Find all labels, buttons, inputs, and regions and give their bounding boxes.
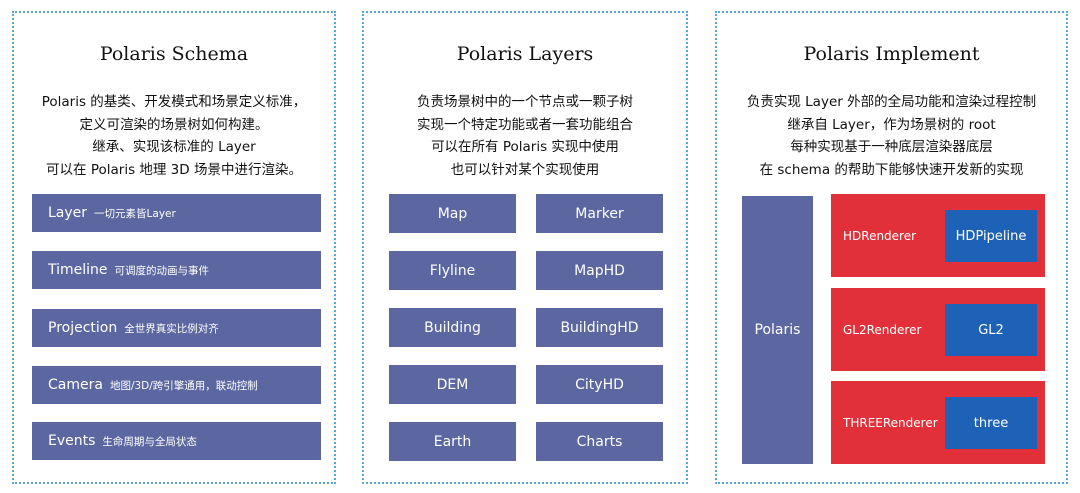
schema-item-desc: 生命周期与全局状态 <box>102 435 197 448</box>
layer-item-map: Map <box>389 194 516 233</box>
schema-description: Polaris 的基类、开发模式和场景定义标准， 定义可渲染的场景树如何构建。 … <box>20 91 328 181</box>
implement-desc-line: 继承自 Layer，作为场景树的 root <box>787 116 996 133</box>
schema-desc-line: 定义可渲染的场景树如何构建。 <box>79 116 269 133</box>
renderer-row-hd: HDRenderer HDPipeline <box>831 194 1045 277</box>
pipeline-box: HDPipeline <box>945 210 1037 262</box>
schema-item-desc: 全世界真实比例对齐 <box>124 322 219 335</box>
renderer-row-three: THREERenderer three <box>831 381 1045 464</box>
implement-desc-line: 在 schema 的帮助下能够快速开发新的实现 <box>759 161 1024 178</box>
schema-item-name: Camera <box>48 377 103 393</box>
schema-item-timeline: Timeline 可调度的动画与事件 <box>32 251 321 289</box>
schema-item-desc: 可调度的动画与事件 <box>114 264 210 277</box>
layers-desc-line: 也可以针对某个实现使用 <box>450 161 600 178</box>
schema-desc-line: Polaris 的基类、开发模式和场景定义标准， <box>41 94 307 110</box>
layer-item-building: Building <box>389 308 516 347</box>
schema-item-events: Events 生命周期与全局状态 <box>32 422 321 460</box>
layer-item-charts: Charts <box>536 422 663 461</box>
layers-desc-line: 可以在所有 Polaris 实现中使用 <box>431 139 619 155</box>
polaris-root-box: Polaris <box>742 196 813 464</box>
schema-item-projection: Projection 全世界真实比例对齐 <box>32 309 321 347</box>
pipeline-box: GL2 <box>945 304 1037 356</box>
schema-item-name: Projection <box>48 320 118 336</box>
implement-title: Polaris Implement <box>803 43 980 65</box>
layer-item-marker: Marker <box>536 194 663 233</box>
schema-item-name: Layer <box>48 205 88 221</box>
schema-item-desc: 地图/3D/跨引擎通用，联动控制 <box>109 379 258 392</box>
schema-title: Polaris Schema <box>99 43 249 65</box>
layers-desc-line: 实现一个特定功能或者一套功能组合 <box>417 116 633 133</box>
implement-description: 负责实现 Layer 外部的全局功能和渲染过程控制 继承自 Layer，作为场景… <box>723 91 1060 181</box>
implement-desc-line: 负责实现 Layer 外部的全局功能和渲染过程控制 <box>746 94 1037 110</box>
layer-item-maphd: MapHD <box>536 251 663 290</box>
layer-item-buildinghd: BuildingHD <box>536 308 663 347</box>
layers-title: Polaris Layers <box>456 43 594 65</box>
renderer-name: GL2Renderer <box>843 322 922 337</box>
layer-item-earth: Earth <box>389 422 516 461</box>
schema-desc-line: 继承、实现该标准的 Layer <box>92 139 256 155</box>
implement-desc-line: 每种实现基于一种底层渲染器底层 <box>790 139 993 155</box>
schema-item-layer: Layer 一切元素皆Layer <box>32 194 321 232</box>
layer-item-dem: DEM <box>389 365 516 404</box>
layer-item-flyline: Flyline <box>389 251 516 290</box>
layers-panel: Polaris Layers 负责场景树中的一个节点或一颗子树 实现一个特定功能… <box>362 11 688 484</box>
implement-panel: Polaris Implement 负责实现 Layer 外部的全局功能和渲染过… <box>715 11 1068 484</box>
schema-item-camera: Camera 地图/3D/跨引擎通用，联动控制 <box>32 366 321 404</box>
layers-description: 负责场景树中的一个节点或一颗子树 实现一个特定功能或者一套功能组合 可以在所有 … <box>370 91 680 181</box>
schema-item-desc: 一切元素皆Layer <box>94 207 176 220</box>
schema-panel: Polaris Schema Polaris 的基类、开发模式和场景定义标准， … <box>12 11 336 484</box>
schema-item-name: Timeline <box>48 262 108 278</box>
pipeline-box: three <box>945 397 1037 449</box>
layers-desc-line: 负责场景树中的一个节点或一颗子树 <box>417 94 633 110</box>
layer-item-cityhd: CityHD <box>536 365 663 404</box>
schema-item-name: Events <box>48 433 96 449</box>
renderer-name: HDRenderer <box>843 228 917 243</box>
schema-desc-line: 可以在 Polaris 地理 3D 场景中进行渲染。 <box>46 161 302 178</box>
renderer-name: THREERenderer <box>843 415 938 430</box>
renderer-row-gl2: GL2Renderer GL2 <box>831 288 1045 371</box>
